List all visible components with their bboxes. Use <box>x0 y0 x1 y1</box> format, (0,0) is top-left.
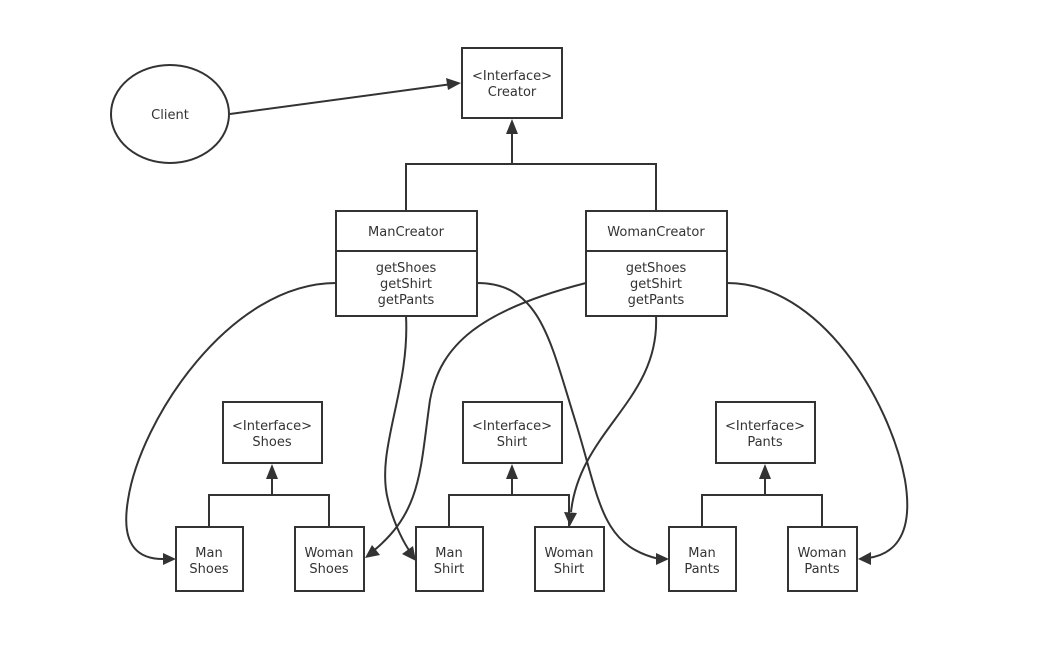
man-pants-node: Man Pants <box>668 526 737 592</box>
woman-shoes-box <box>294 526 365 592</box>
woman-shirt-node: Woman Shirt <box>534 526 605 592</box>
mancreator-to-manpants-curve <box>476 282 660 560</box>
creator-name: Creator <box>488 85 537 100</box>
woman-shoes-line1: Woman <box>305 546 354 561</box>
man-creator-box <box>335 210 478 317</box>
creator-box <box>461 47 563 119</box>
womancreator-to-womanpants-curve <box>726 282 909 559</box>
client-node: Client <box>110 64 230 164</box>
shirt-interface-node: <Interface> Shirt <box>462 401 563 464</box>
client-ellipse <box>110 64 230 164</box>
shirt-inheritance-arrowhead <box>506 464 518 479</box>
woman-pants-line1: Woman <box>798 546 847 561</box>
womancreator-to-womanpants-arrowhead <box>858 552 871 565</box>
womancreator-to-womanshirt-arrowhead <box>564 512 577 526</box>
creators-inheritance-bracket <box>405 163 657 211</box>
pants-interface-node: <Interface> Pants <box>715 401 816 464</box>
shoes-inheritance-arrowhead <box>266 464 278 479</box>
woman-creator-box <box>585 210 728 317</box>
man-pants-line2: Pants <box>684 562 720 577</box>
shoes-name: Shoes <box>252 435 291 450</box>
shoes-interface-box <box>222 401 323 464</box>
woman-creator-method-getshirt: getShirt <box>630 277 682 292</box>
mancreator-to-manshoes-curve <box>125 282 337 561</box>
pants-interface-box <box>715 401 816 464</box>
woman-pants-box <box>787 526 858 592</box>
man-creator-node: ManCreator getShoes getShirt getPants <box>335 210 478 317</box>
client-label: Client <box>151 108 189 123</box>
shirt-stereotype: <Interface> <box>472 419 552 434</box>
man-shoes-line1: Man <box>195 546 222 561</box>
man-pants-line1: Man <box>688 546 715 561</box>
mancreator-to-manshirt-arrowhead <box>402 546 416 561</box>
client-to-creator-line <box>229 83 453 115</box>
creator-interface-node: <Interface> Creator <box>461 47 563 119</box>
shirt-inheritance-bracket <box>448 494 570 527</box>
man-creator-method-getshirt: getShirt <box>380 277 432 292</box>
shirt-name: Shirt <box>497 435 528 450</box>
woman-pants-node: Woman Pants <box>787 526 858 592</box>
shoes-inheritance-bracket <box>208 494 330 527</box>
creator-stereotype: <Interface> <box>472 69 552 84</box>
man-shoes-line2: Shoes <box>189 562 228 577</box>
man-shirt-node: Man Shirt <box>415 526 484 592</box>
woman-creator-method-getshoes: getShoes <box>626 261 687 276</box>
woman-creator-name: WomanCreator <box>607 225 705 240</box>
woman-shoes-node: Woman Shoes <box>294 526 365 592</box>
woman-shoes-line2: Shoes <box>309 562 348 577</box>
mancreator-to-manpants-arrowhead <box>656 553 669 565</box>
woman-shirt-line1: Woman <box>545 546 594 561</box>
shoes-stereotype: <Interface> <box>232 419 312 434</box>
woman-shirt-line2: Shirt <box>554 562 585 577</box>
womancreator-to-womanshoes-curve <box>371 282 587 553</box>
woman-shirt-box <box>534 526 605 592</box>
man-creator-method-getpants: getPants <box>378 293 435 308</box>
womancreator-to-womanshoes-arrowhead <box>365 545 380 558</box>
shoes-interface-node: <Interface> Shoes <box>222 401 323 464</box>
man-shirt-line1: Man <box>435 546 462 561</box>
shirt-interface-box <box>462 401 563 464</box>
man-creator-method-getshoes: getShoes <box>376 261 437 276</box>
man-shoes-box <box>175 526 244 592</box>
creator-inheritance-arrowhead <box>506 119 518 134</box>
woman-creator-method-getpants: getPants <box>628 293 685 308</box>
woman-creator-node: WomanCreator getShoes getShirt getPants <box>585 210 728 317</box>
pants-stereotype: <Interface> <box>725 419 805 434</box>
woman-pants-line2: Pants <box>804 562 840 577</box>
mancreator-to-manshoes-arrowhead <box>163 553 176 565</box>
man-shoes-node: Man Shoes <box>175 526 244 592</box>
man-shirt-line2: Shirt <box>434 562 465 577</box>
mancreator-to-manshirt-curve <box>384 315 412 554</box>
connectors <box>125 78 909 565</box>
pants-inheritance-arrowhead <box>759 464 771 479</box>
man-creator-name: ManCreator <box>368 225 445 240</box>
man-pants-box <box>668 526 737 592</box>
womancreator-to-womanshirt-curve <box>570 315 658 513</box>
pants-inheritance-bracket <box>701 494 823 527</box>
client-to-creator-arrowhead <box>446 78 461 90</box>
pants-name: Pants <box>747 435 783 450</box>
man-shirt-box <box>415 526 484 592</box>
